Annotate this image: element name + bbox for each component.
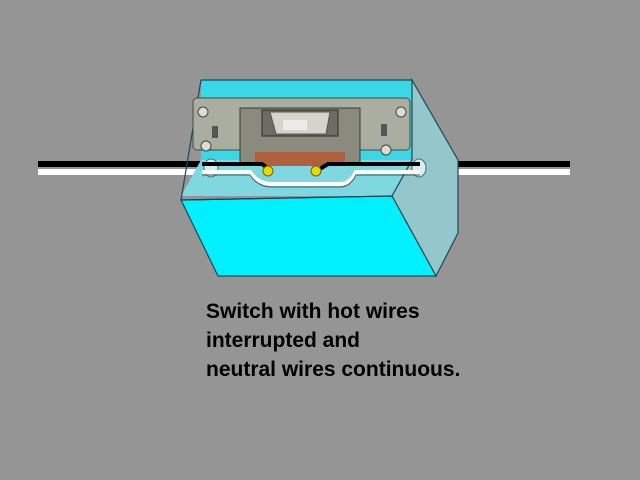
mounting-screw-top-right — [395, 106, 407, 118]
box-front-wall — [180, 195, 438, 277]
toggle-highlight — [283, 120, 307, 130]
mounting-screw-top-left — [197, 106, 209, 118]
right-cable-clamp — [411, 158, 427, 178]
left-neutral-wire — [38, 169, 202, 175]
terminal-screw-right — [310, 165, 322, 177]
mounting-screw-bottom-right — [380, 144, 392, 156]
left-cable — [38, 161, 202, 175]
hot-wire-to-switch-right — [316, 162, 420, 172]
right-hot-wire — [420, 161, 570, 167]
left-hot-wire — [38, 161, 202, 167]
box-interior-floor — [181, 160, 412, 196]
neutral-wire-continuous — [202, 170, 420, 186]
caption-line-2: interrupted and — [206, 329, 361, 352]
toggle-switch — [192, 97, 411, 166]
caption-line-3: neutral wires continuous. — [206, 358, 461, 381]
left-cable-clamp — [203, 158, 219, 178]
caption-line-1: Switch with hot wires — [206, 300, 420, 323]
copper-ground-wire — [255, 152, 345, 166]
terminal-screw-left — [262, 165, 274, 177]
right-cable — [420, 161, 570, 175]
right-neutral-wire — [420, 169, 570, 175]
mounting-screw-bottom-left — [200, 140, 212, 152]
neutral-wire-outline — [202, 174, 420, 188]
strap-slot-right — [381, 124, 387, 136]
strap-slot-left — [212, 126, 218, 138]
diagram-caption: Switch with hot wires interrupted and ne… — [206, 297, 626, 384]
box-front-top-edge — [180, 195, 393, 201]
